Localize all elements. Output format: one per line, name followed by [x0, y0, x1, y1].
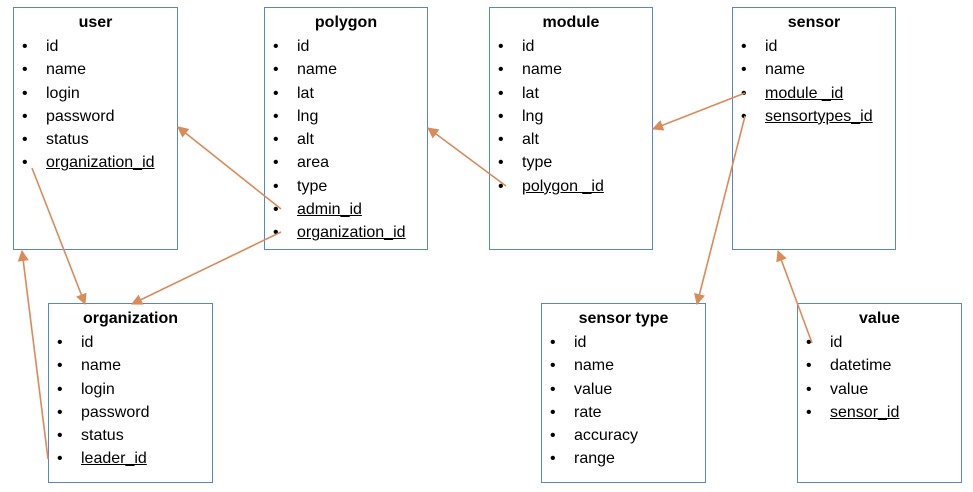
field-value: value [542, 378, 705, 402]
field-area: area [265, 151, 427, 175]
field-name: name [265, 58, 427, 82]
entity-title: sensor [787, 14, 841, 31]
field-leader-id: leader_id [49, 447, 212, 471]
entity-sensor-type[interactable]: sensor type id name value rate accuracy … [541, 303, 706, 483]
field-id: id [265, 35, 427, 59]
entity-title: sensor type [578, 310, 669, 327]
entity-user[interactable]: user id name login password status organ… [13, 7, 178, 250]
field-alt: alt [490, 128, 652, 152]
field-polygon-id: polygon _id [490, 175, 652, 199]
field-organization-id: organization_id [14, 151, 177, 175]
entity-value[interactable]: value id datetime value sensor_id [797, 303, 962, 483]
field-id: id [733, 35, 895, 59]
field-name: name [49, 354, 212, 378]
entity-title: module [542, 14, 600, 31]
field-lng: lng [490, 105, 652, 129]
field-id: id [542, 331, 705, 355]
field-alt: alt [265, 128, 427, 152]
entity-title: organization [82, 310, 179, 327]
field-password: password [14, 105, 177, 129]
field-lng: lng [265, 105, 427, 129]
field-id: id [49, 331, 212, 355]
field-sensor-id: sensor_id [798, 401, 961, 425]
field-module-id: module _id [733, 82, 895, 106]
field-id: id [798, 331, 961, 355]
field-status: status [14, 128, 177, 152]
field-organization-id: organization_id [265, 221, 427, 245]
entity-module[interactable]: module id name lat lng alt type polygon … [489, 7, 653, 250]
link-organization-leader-user [17, 249, 49, 460]
field-datetime: datetime [798, 354, 961, 378]
field-value: value [798, 378, 961, 402]
field-name: name [490, 58, 652, 82]
field-name: name [14, 58, 177, 82]
field-name: name [542, 354, 705, 378]
field-type: type [490, 151, 652, 175]
field-password: password [49, 401, 212, 425]
entity-polygon[interactable]: polygon id name lat lng alt area type ad… [264, 7, 428, 250]
entity-title: value [859, 310, 900, 327]
field-admin-id: admin_id [265, 198, 427, 222]
field-login: login [14, 82, 177, 106]
entity-title: user [78, 14, 113, 31]
field-rate: rate [542, 401, 705, 425]
field-range: range [542, 447, 705, 471]
field-id: id [14, 35, 177, 59]
field-lat: lat [265, 82, 427, 106]
field-status: status [49, 424, 212, 448]
field-id: id [490, 35, 652, 59]
field-type: type [265, 175, 427, 199]
field-lat: lat [490, 82, 652, 106]
entity-organization[interactable]: organization id name login password stat… [48, 303, 213, 483]
field-login: login [49, 378, 212, 402]
field-accuracy: accuracy [542, 424, 705, 448]
field-name: name [733, 58, 895, 82]
field-sensortypes-id: sensortypes_id [733, 105, 895, 129]
entity-sensor[interactable]: sensor id name module _id sensortypes_id [732, 7, 896, 250]
entity-title: polygon [314, 14, 378, 31]
